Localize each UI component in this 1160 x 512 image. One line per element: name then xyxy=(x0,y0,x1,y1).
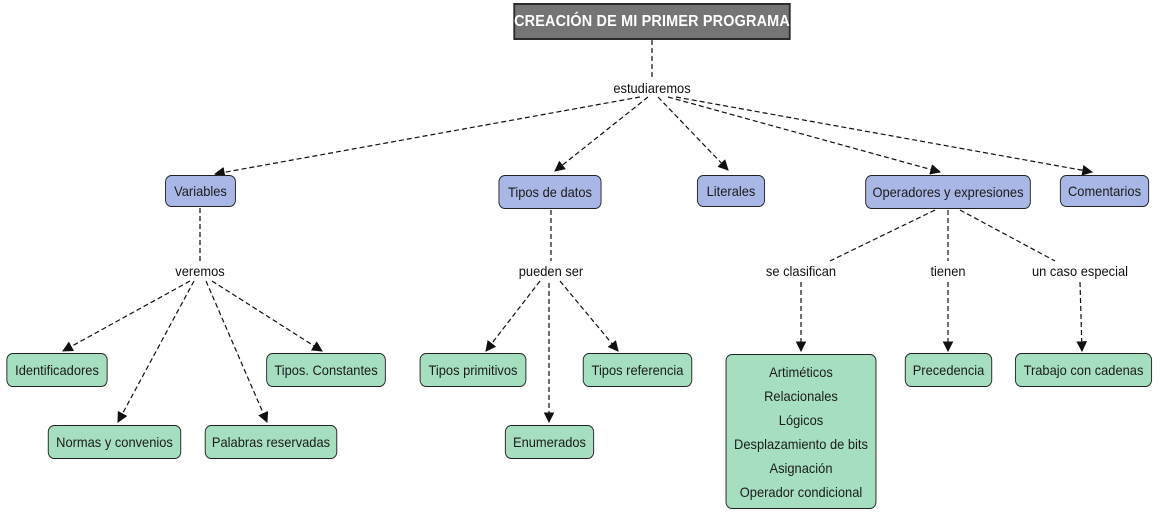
connector-to-normas xyxy=(117,280,195,423)
link-label-veremos: veremos xyxy=(173,263,227,279)
connector-to-operadores xyxy=(667,96,942,175)
connector-operadores-especial xyxy=(959,209,1056,262)
operator-class-item: Operador condicional xyxy=(739,483,863,500)
connector-to-palabras xyxy=(205,280,269,423)
concept-literales[interactable]: Literales xyxy=(696,175,766,207)
connector-to-primitivos xyxy=(485,280,541,352)
link-label-tienen: tienen xyxy=(928,263,968,279)
concept-identificadores[interactable]: Identificadores xyxy=(6,353,108,387)
connector-to-comentarios xyxy=(675,96,1094,176)
connector-to-identificadores xyxy=(62,280,191,352)
connector-to-referencia xyxy=(559,280,619,352)
connector-to-cadenas xyxy=(1076,281,1088,353)
operator-class-item: Artiméticos xyxy=(769,363,833,380)
operator-class-item: Lógicos xyxy=(778,411,824,428)
connector-to-literales xyxy=(657,96,729,171)
concept-tipos-de-datos[interactable]: Tipos de datos xyxy=(498,175,602,209)
operator-class-item: Relacionales xyxy=(764,387,838,404)
operator-class-item: Desplazamiento de bits xyxy=(734,435,868,452)
operator-class-item: Asignación xyxy=(769,459,833,476)
connector-to-constantes xyxy=(211,280,323,352)
concept-precedencia[interactable]: Precedencia xyxy=(904,353,993,387)
concept-enumerados[interactable]: Enumerados xyxy=(504,425,595,459)
concept-tipos-constantes[interactable]: Tipos. Constantes xyxy=(266,353,386,387)
connector-to-tipos-de-datos xyxy=(554,96,649,172)
link-label-un-caso-especial: un caso especial xyxy=(1030,263,1130,279)
concept-normas-y-convenios[interactable]: Normas y convenios xyxy=(47,425,182,459)
concept-tipos-referencia[interactable]: Tipos referencia xyxy=(582,353,693,387)
link-label-estudiaremos: estudiaremos xyxy=(611,80,693,96)
concept-trabajo-con-cadenas[interactable]: Trabajo con cadenas xyxy=(1014,353,1153,387)
map-title: CREACIÓN DE MI PRIMER PROGRAMA xyxy=(513,3,791,40)
concept-comentarios[interactable]: Comentarios xyxy=(1059,175,1150,207)
link-label-pueden-ser: pueden ser xyxy=(516,263,586,279)
link-label-se-clasifican: se clasifican xyxy=(764,263,838,279)
concept-variables[interactable]: Variables xyxy=(165,175,236,207)
concept-tipos-primitivos[interactable]: Tipos primitivos xyxy=(419,353,527,387)
connector-to-variables xyxy=(213,96,641,178)
concept-operadores-y-expresiones[interactable]: Operadores y expresiones xyxy=(865,175,1031,209)
concept-palabras-reservadas[interactable]: Palabras reservadas xyxy=(204,425,338,459)
concept-operator-classes[interactable]: Artiméticos Relacionales Lógicos Desplaz… xyxy=(725,354,877,509)
connector-operadores-clasifican xyxy=(829,209,936,262)
